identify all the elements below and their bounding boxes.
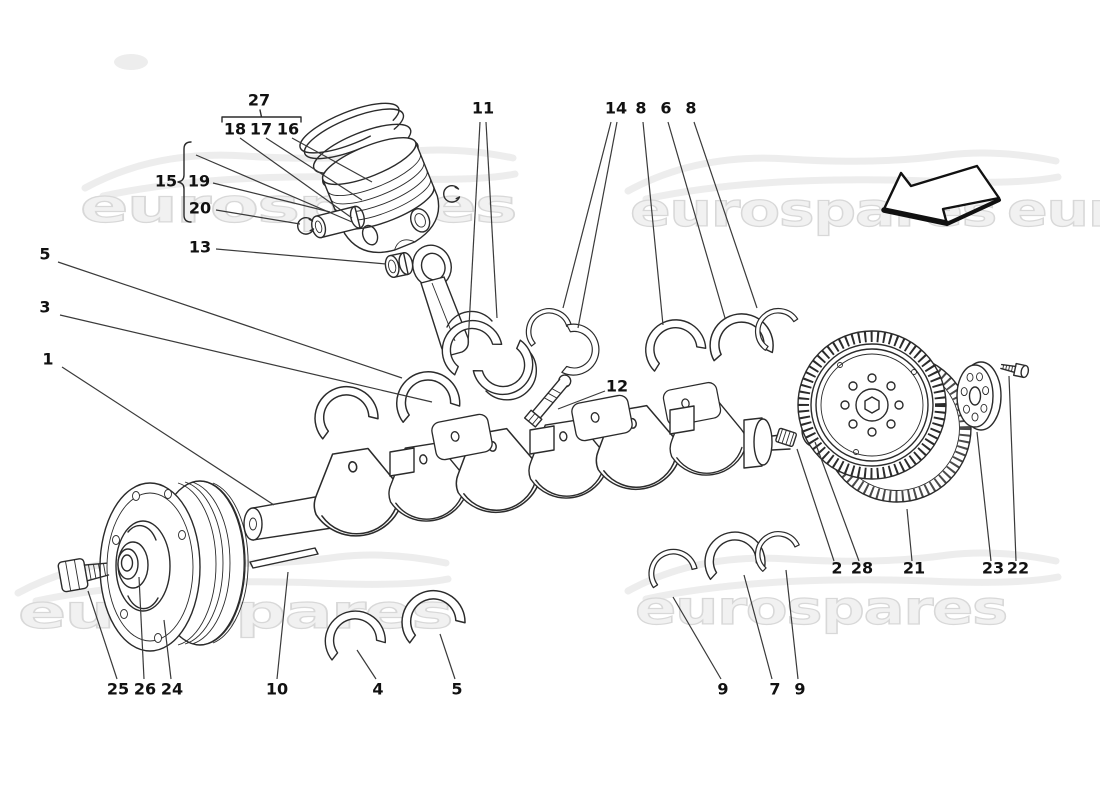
part-number-label-24: 24 [161, 680, 183, 699]
leader-line-9 [672, 596, 722, 680]
part-number-label-10: 10 [266, 680, 288, 699]
leader-line-5 [57, 261, 403, 379]
part-number-label-3: 3 [39, 298, 50, 317]
part-number-label-13: 13 [189, 238, 211, 257]
leader-line-6 [667, 121, 726, 319]
previous-page-arrow [881, 164, 1001, 226]
part-number-label-15: 15 [155, 172, 177, 191]
part-number-label-16: 16 [277, 120, 299, 139]
leader-line-17 [265, 137, 363, 201]
part-number-label-19: 19 [188, 172, 210, 191]
rod-cap [470, 338, 545, 407]
bracket-27 [221, 109, 302, 123]
leader-lines-layer [57, 121, 1017, 680]
part-number-label-2: 2 [831, 559, 842, 578]
leader-line-21 [906, 508, 913, 562]
part-number-label-18: 18 [224, 120, 246, 139]
leader-line-8 [642, 121, 664, 326]
leader-line-11 [467, 121, 481, 346]
eurospares-watermark: eurospares [18, 585, 452, 639]
part-number-label-1: 1 [42, 350, 53, 369]
part-number-label-9: 9 [794, 680, 805, 699]
flywheel [797, 330, 972, 503]
rod-bolt [523, 374, 572, 428]
leader-line-7 [743, 574, 773, 680]
leader-line-1 [61, 366, 275, 506]
pilot-plug [775, 427, 798, 448]
leader-line-28 [814, 441, 860, 562]
leader-line-13 [215, 248, 387, 265]
wrist-pin [311, 205, 365, 239]
part-number-label-5: 5 [451, 680, 462, 699]
part-number-label-4: 4 [372, 680, 383, 699]
part-number-label-8: 8 [685, 99, 696, 118]
leader-line-12 [557, 390, 606, 410]
leader-line-23 [976, 431, 992, 562]
crankshaft [243, 380, 791, 569]
leader-line-4 [356, 649, 377, 680]
leader-line-14 [562, 121, 612, 309]
part-number-label-23: 23 [982, 559, 1004, 578]
leader-line-26 [138, 576, 145, 680]
part-number-label-21: 21 [903, 559, 925, 578]
leader-line-9 [785, 569, 799, 680]
leader-line-19 [212, 182, 331, 213]
part-number-label-6: 6 [660, 99, 671, 118]
part-number-label-14: 14 [605, 99, 627, 118]
eurospares-watermark: eurospares [1007, 183, 1100, 237]
small-end-bushing [384, 252, 414, 278]
leader-line-10 [276, 571, 289, 680]
part-number-label-25: 25 [107, 680, 129, 699]
eurospares-watermark: eurospares [80, 179, 516, 233]
woodruff-key [249, 547, 319, 569]
crank-pulley [99, 480, 249, 652]
part-number-label-20: 20 [189, 199, 211, 218]
part-number-label-17: 17 [250, 120, 272, 139]
part-number-label-27: 27 [248, 91, 270, 110]
part-number-label-22: 22 [1007, 559, 1029, 578]
leader-line-24 [163, 619, 172, 680]
part-number-label-8: 8 [635, 99, 646, 118]
leader-line-3 [59, 314, 433, 403]
leader-line-25 [87, 590, 118, 680]
watermark-smudge [114, 54, 148, 70]
brace-15 [177, 141, 192, 223]
part-number-label-9: 9 [717, 680, 728, 699]
leader-line-8 [693, 121, 758, 309]
part-number-label-26: 26 [134, 680, 156, 699]
part-number-label-28: 28 [851, 559, 873, 578]
part-number-label-5: 5 [39, 245, 50, 264]
leader-line-14 [577, 121, 618, 329]
leader-line-20 [215, 209, 301, 225]
rear-flange-plate [956, 361, 1002, 431]
part-number-label-7: 7 [769, 680, 780, 699]
leader-line-2 [796, 448, 835, 562]
flange-bolt [1000, 362, 1030, 379]
leader-line-18 [239, 137, 353, 219]
leader-line-5 [439, 633, 456, 680]
pulley-bolt [57, 558, 110, 593]
eurospares-watermark: eurospares [635, 581, 1007, 635]
leader-line-16 [291, 137, 373, 183]
leader-line-11 [485, 121, 498, 319]
part-number-label-11: 11 [472, 99, 494, 118]
part-number-label-12: 12 [606, 377, 628, 396]
leader-line-22 [1008, 375, 1017, 562]
